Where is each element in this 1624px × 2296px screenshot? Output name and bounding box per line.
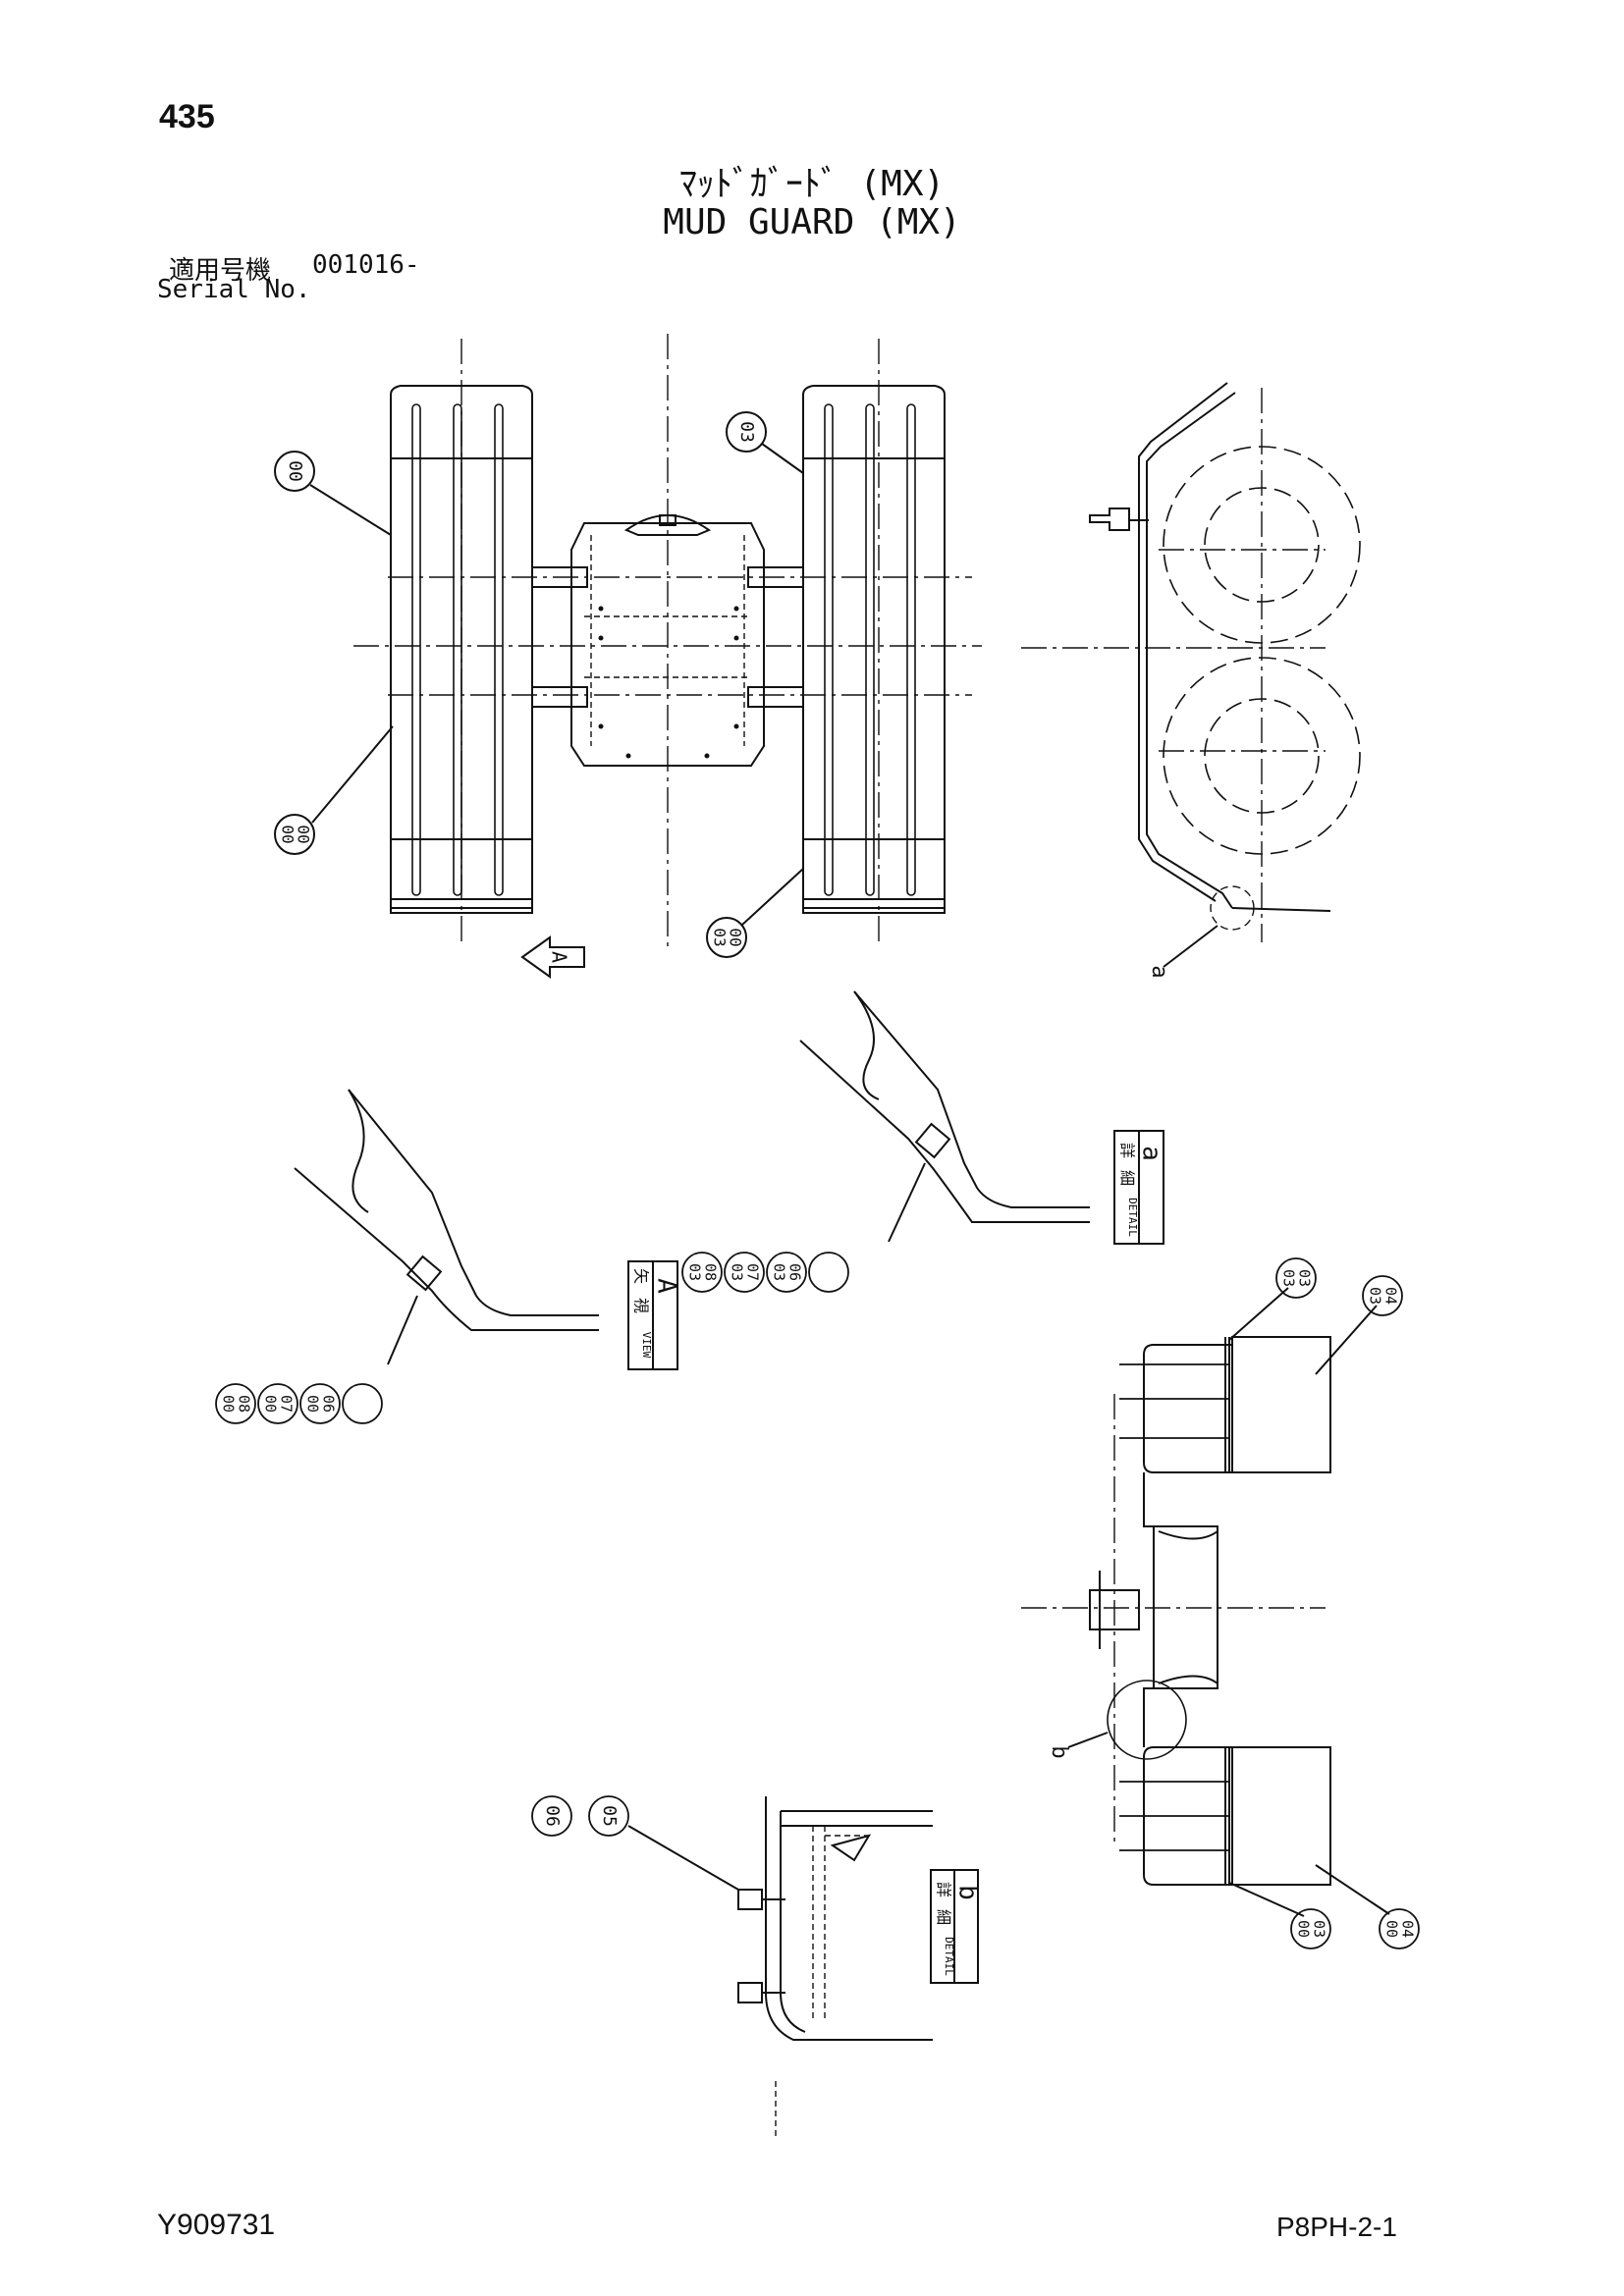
callout-top-right-lower-b: 00 (727, 928, 745, 946)
view-a-part-2a: 00 (262, 1395, 280, 1413)
callout-top-left-lower-b: 00 (295, 825, 313, 843)
callout-top-right-upper: 03 (736, 421, 757, 443)
title-japanese: ﾏｯﾄﾞｶﾞｰﾄﾞ (MX) (678, 164, 946, 204)
right-bottom-2b: 04 (1399, 1920, 1417, 1938)
callout-top-left-lower-a: 00 (279, 825, 298, 843)
detail-b-view (627, 1796, 979, 2140)
detail-a-part-1b: 08 (702, 1263, 720, 1281)
view-a-box-jp1: 矢 (632, 1268, 651, 1284)
detail-a-part-2a: 03 (729, 1263, 746, 1281)
view-arrow-letter: A (548, 951, 571, 963)
document-code: Y909731 (157, 2209, 276, 2241)
serial-label-english: Serial No. (157, 275, 311, 304)
serial-value: 001016- (312, 250, 420, 280)
view-a-box-en: VIEW (640, 1332, 653, 1359)
view-a-box-jp2: 視 (632, 1298, 651, 1313)
right-top-1b: 03 (1296, 1269, 1314, 1287)
view-a-part-1a: 00 (220, 1395, 238, 1413)
detail-a-box-letter: a (1137, 1146, 1166, 1161)
right-top-2a: 03 (1367, 1287, 1384, 1305)
right-bottom-1b: 03 (1311, 1920, 1328, 1938)
detail-a-part-2b: 07 (744, 1263, 762, 1281)
view-a-part-3a: 00 (304, 1395, 322, 1413)
left-mud-guard (390, 385, 533, 914)
callout-top-left-upper: 00 (285, 460, 305, 482)
detail-a-box-en: DETAIL (1126, 1198, 1139, 1237)
view-a-part-2b: 07 (278, 1395, 296, 1413)
detail-b-box-en: DETAIL (943, 1937, 955, 1976)
detail-b-box (930, 1869, 979, 1984)
view-a-part-3b: 06 (320, 1395, 338, 1413)
right-bottom-2a: 00 (1383, 1920, 1401, 1938)
detail-a-marker: a (1147, 965, 1171, 978)
detail-a-part-3a: 03 (771, 1263, 788, 1281)
detail-a-part-1a: 03 (686, 1263, 704, 1281)
view-a-part-1b: 08 (236, 1395, 253, 1413)
detail-a-box (1113, 1130, 1164, 1245)
view-a-box (627, 1260, 678, 1370)
view-arrow-a (520, 935, 585, 979)
page-number: 435 (159, 98, 215, 135)
detail-a-part-3b: 06 (786, 1263, 804, 1281)
detail-b-box-jp2: 細 (935, 1909, 953, 1925)
right-top-1a: 03 (1280, 1269, 1298, 1287)
detail-b-box-jp1: 詳 (935, 1882, 953, 1897)
right-top-2b: 04 (1382, 1287, 1400, 1305)
callout-labels: 00 00 00 03 03 00 00 08 00 07 00 06 03 0… (220, 421, 1417, 1976)
serial-label-japanese: 適用号機 (169, 256, 272, 286)
front-view (1021, 1287, 1390, 1917)
detail-a-view (799, 990, 1164, 1245)
title-english: MUD GUARD (MX) (663, 202, 961, 242)
page-code: P8PH-2-1 (1276, 2212, 1397, 2242)
callout-top-right-lower-a: 03 (711, 928, 730, 946)
detail-b-box-letter: b (953, 1885, 983, 1900)
center-frame (531, 514, 804, 767)
side-view (1021, 382, 1361, 968)
detail-a-box-jp2: 細 (1118, 1170, 1137, 1186)
detail-b-part-2: 05 (599, 1805, 620, 1827)
right-mud-guard (802, 385, 946, 914)
detail-b-part-1: 06 (542, 1805, 563, 1827)
detail-a-box-jp1: 詳 (1118, 1143, 1137, 1158)
callout-group (274, 411, 804, 958)
top-view (274, 334, 982, 979)
right-bottom-1a: 00 (1295, 1920, 1313, 1938)
view-a-box-letter: A (652, 1278, 681, 1294)
detail-b-marker: b (1047, 1745, 1071, 1758)
view-a-detail (294, 1089, 678, 1370)
